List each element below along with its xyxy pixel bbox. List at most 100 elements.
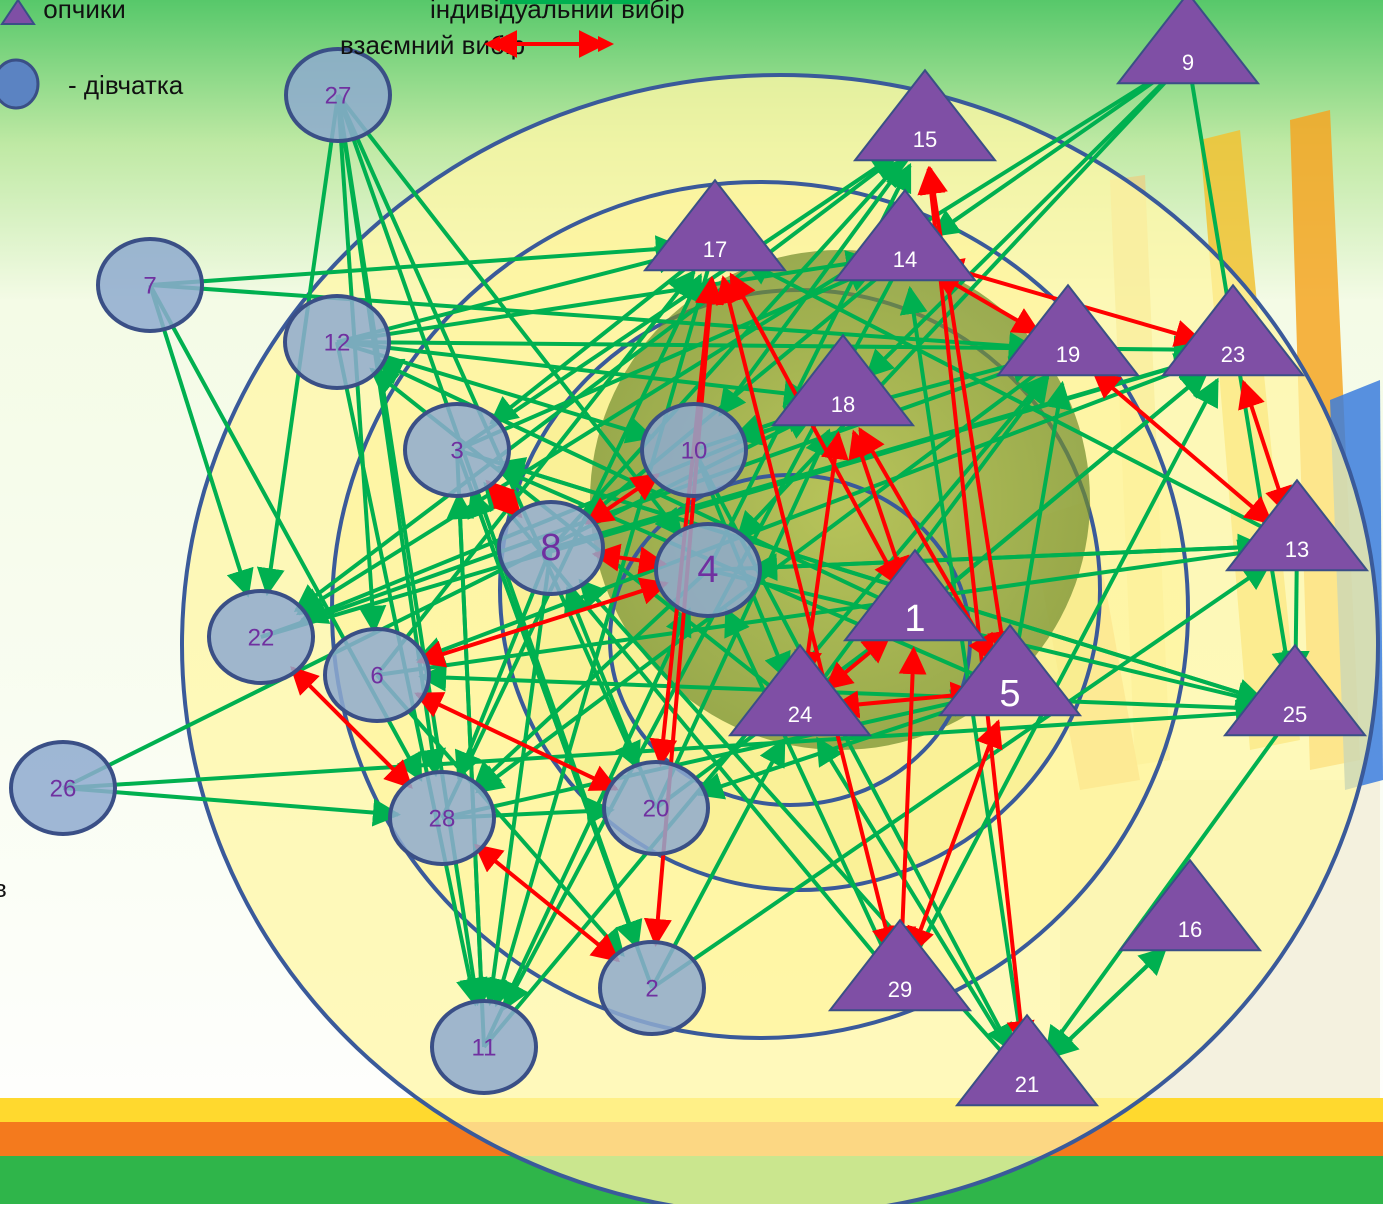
legend-girls-label: - дівчатка [68,70,184,100]
girl-circle [497,500,605,596]
girl-node-4: 4 [654,522,762,618]
girl-node-20: 20 [602,760,710,856]
boy-triangle [1224,478,1370,572]
girl-circle [403,402,511,498]
node-label: 14 [893,247,917,272]
node-label: 17 [703,237,727,262]
boy-node-23: 23 [1160,283,1306,377]
individual-choice-arrow [489,243,717,425]
girl-circle [283,294,391,390]
boy-triangle [852,68,998,162]
individual-choice-arrow [62,786,401,827]
mutual-choice-arrow [1091,370,1274,525]
legend-mutual-arrow-icon [484,30,614,58]
individual-choice-arrow [336,246,685,344]
girl-node-11: 11 [430,999,538,1095]
boy-triangle [954,1013,1100,1107]
girl-circle [388,770,496,866]
girl-node-27: 27 [284,47,392,143]
girl-circle [598,940,706,1036]
node-label: 29 [888,977,912,1002]
girl-circle [323,627,431,723]
legend-boys: опчики [0,0,126,26]
boy-node-9: 9 [1115,0,1261,85]
node-label: 12 [324,329,351,356]
node-label: 4 [697,549,718,591]
boy-triangle [1160,283,1306,377]
node-label: 5 [999,673,1020,715]
boy-node-14: 14 [832,188,978,282]
node-label: 23 [1221,342,1245,367]
boy-node-1: 1 [842,548,988,642]
legend-boys-label: опчики [43,0,126,24]
node-label: 7 [143,272,156,299]
side-letter: в [0,876,7,903]
girl-circle [284,47,392,143]
girl-node-7: 7 [96,237,204,333]
node-label: 9 [1182,50,1194,75]
node-label: 15 [913,127,937,152]
girl-node-10: 10 [640,402,748,498]
node-label: 24 [788,702,812,727]
node-label: 13 [1285,537,1309,562]
girl-node-8: 8 [497,500,605,596]
girl-node-6: 6 [323,627,431,723]
girl-circle [654,522,762,618]
boy-node-25: 25 [1222,643,1368,737]
boy-node-5: 5 [937,623,1083,717]
girl-circle [207,589,315,685]
boy-node-15: 15 [852,68,998,162]
node-label: 22 [248,624,275,651]
girl-node-28: 28 [388,770,496,866]
boy-node-21: 21 [954,1013,1100,1107]
mutual-choice-arrow [907,719,1003,956]
mutual-choice-arrow [931,270,1042,335]
node-label: 20 [643,795,670,822]
boy-triangle [995,283,1141,377]
girl-circle [9,740,117,836]
boy-triangle [770,333,916,427]
individual-choice-arrow [336,340,655,444]
boy-triangle [1115,0,1261,85]
mutual-choice-arrow [485,479,523,519]
individual-choice-arrow [148,284,254,598]
mutual-choice-arrow [831,681,979,719]
boy-node-16: 16 [1117,858,1263,952]
girl-node-22: 22 [207,589,315,685]
node-label: 3 [450,437,463,464]
boy-triangle [1222,643,1368,737]
girl-node-26: 26 [9,740,117,836]
legend-boy-triangle-icon [0,0,36,26]
pupils: 27 7 12 3 10 8 4 22 6 26 28 20 2 11 9 15 17 14 19 23 18 13 15 2… [9,0,1370,1107]
mutual-choice-arrow [824,634,891,691]
choice-arrows [62,56,1310,1082]
node-label: 25 [1283,702,1307,727]
node-label: 16 [1178,917,1202,942]
boy-node-19: 19 [995,283,1141,377]
girl-circle [430,999,538,1095]
node-label: 28 [429,805,456,832]
legend-individual-arrow-icon [500,0,650,4]
node-label: 8 [540,527,561,569]
mutual-choice-arrow [474,843,620,963]
boy-triangle [1117,858,1263,952]
boy-triangle [832,188,978,282]
legend-girl-circle-icon [0,58,40,110]
girl-circle [96,237,204,333]
node-label: 27 [325,82,352,109]
individual-choice-arrow [1045,708,1297,1055]
mutual-choice-arrow [794,430,849,680]
node-label: 18 [831,392,855,417]
girl-node-3: 3 [403,402,511,498]
mutual-choice-arrow [290,666,413,789]
node-label: 21 [1015,1072,1039,1097]
boy-triangle [827,918,973,1012]
node-label: 2 [645,975,658,1002]
mutual-choice-arrow [591,543,668,575]
boy-triangle [937,623,1083,717]
girl-node-12: 12 [283,294,391,390]
node-label: 6 [370,662,383,689]
boy-triangle [842,548,988,642]
